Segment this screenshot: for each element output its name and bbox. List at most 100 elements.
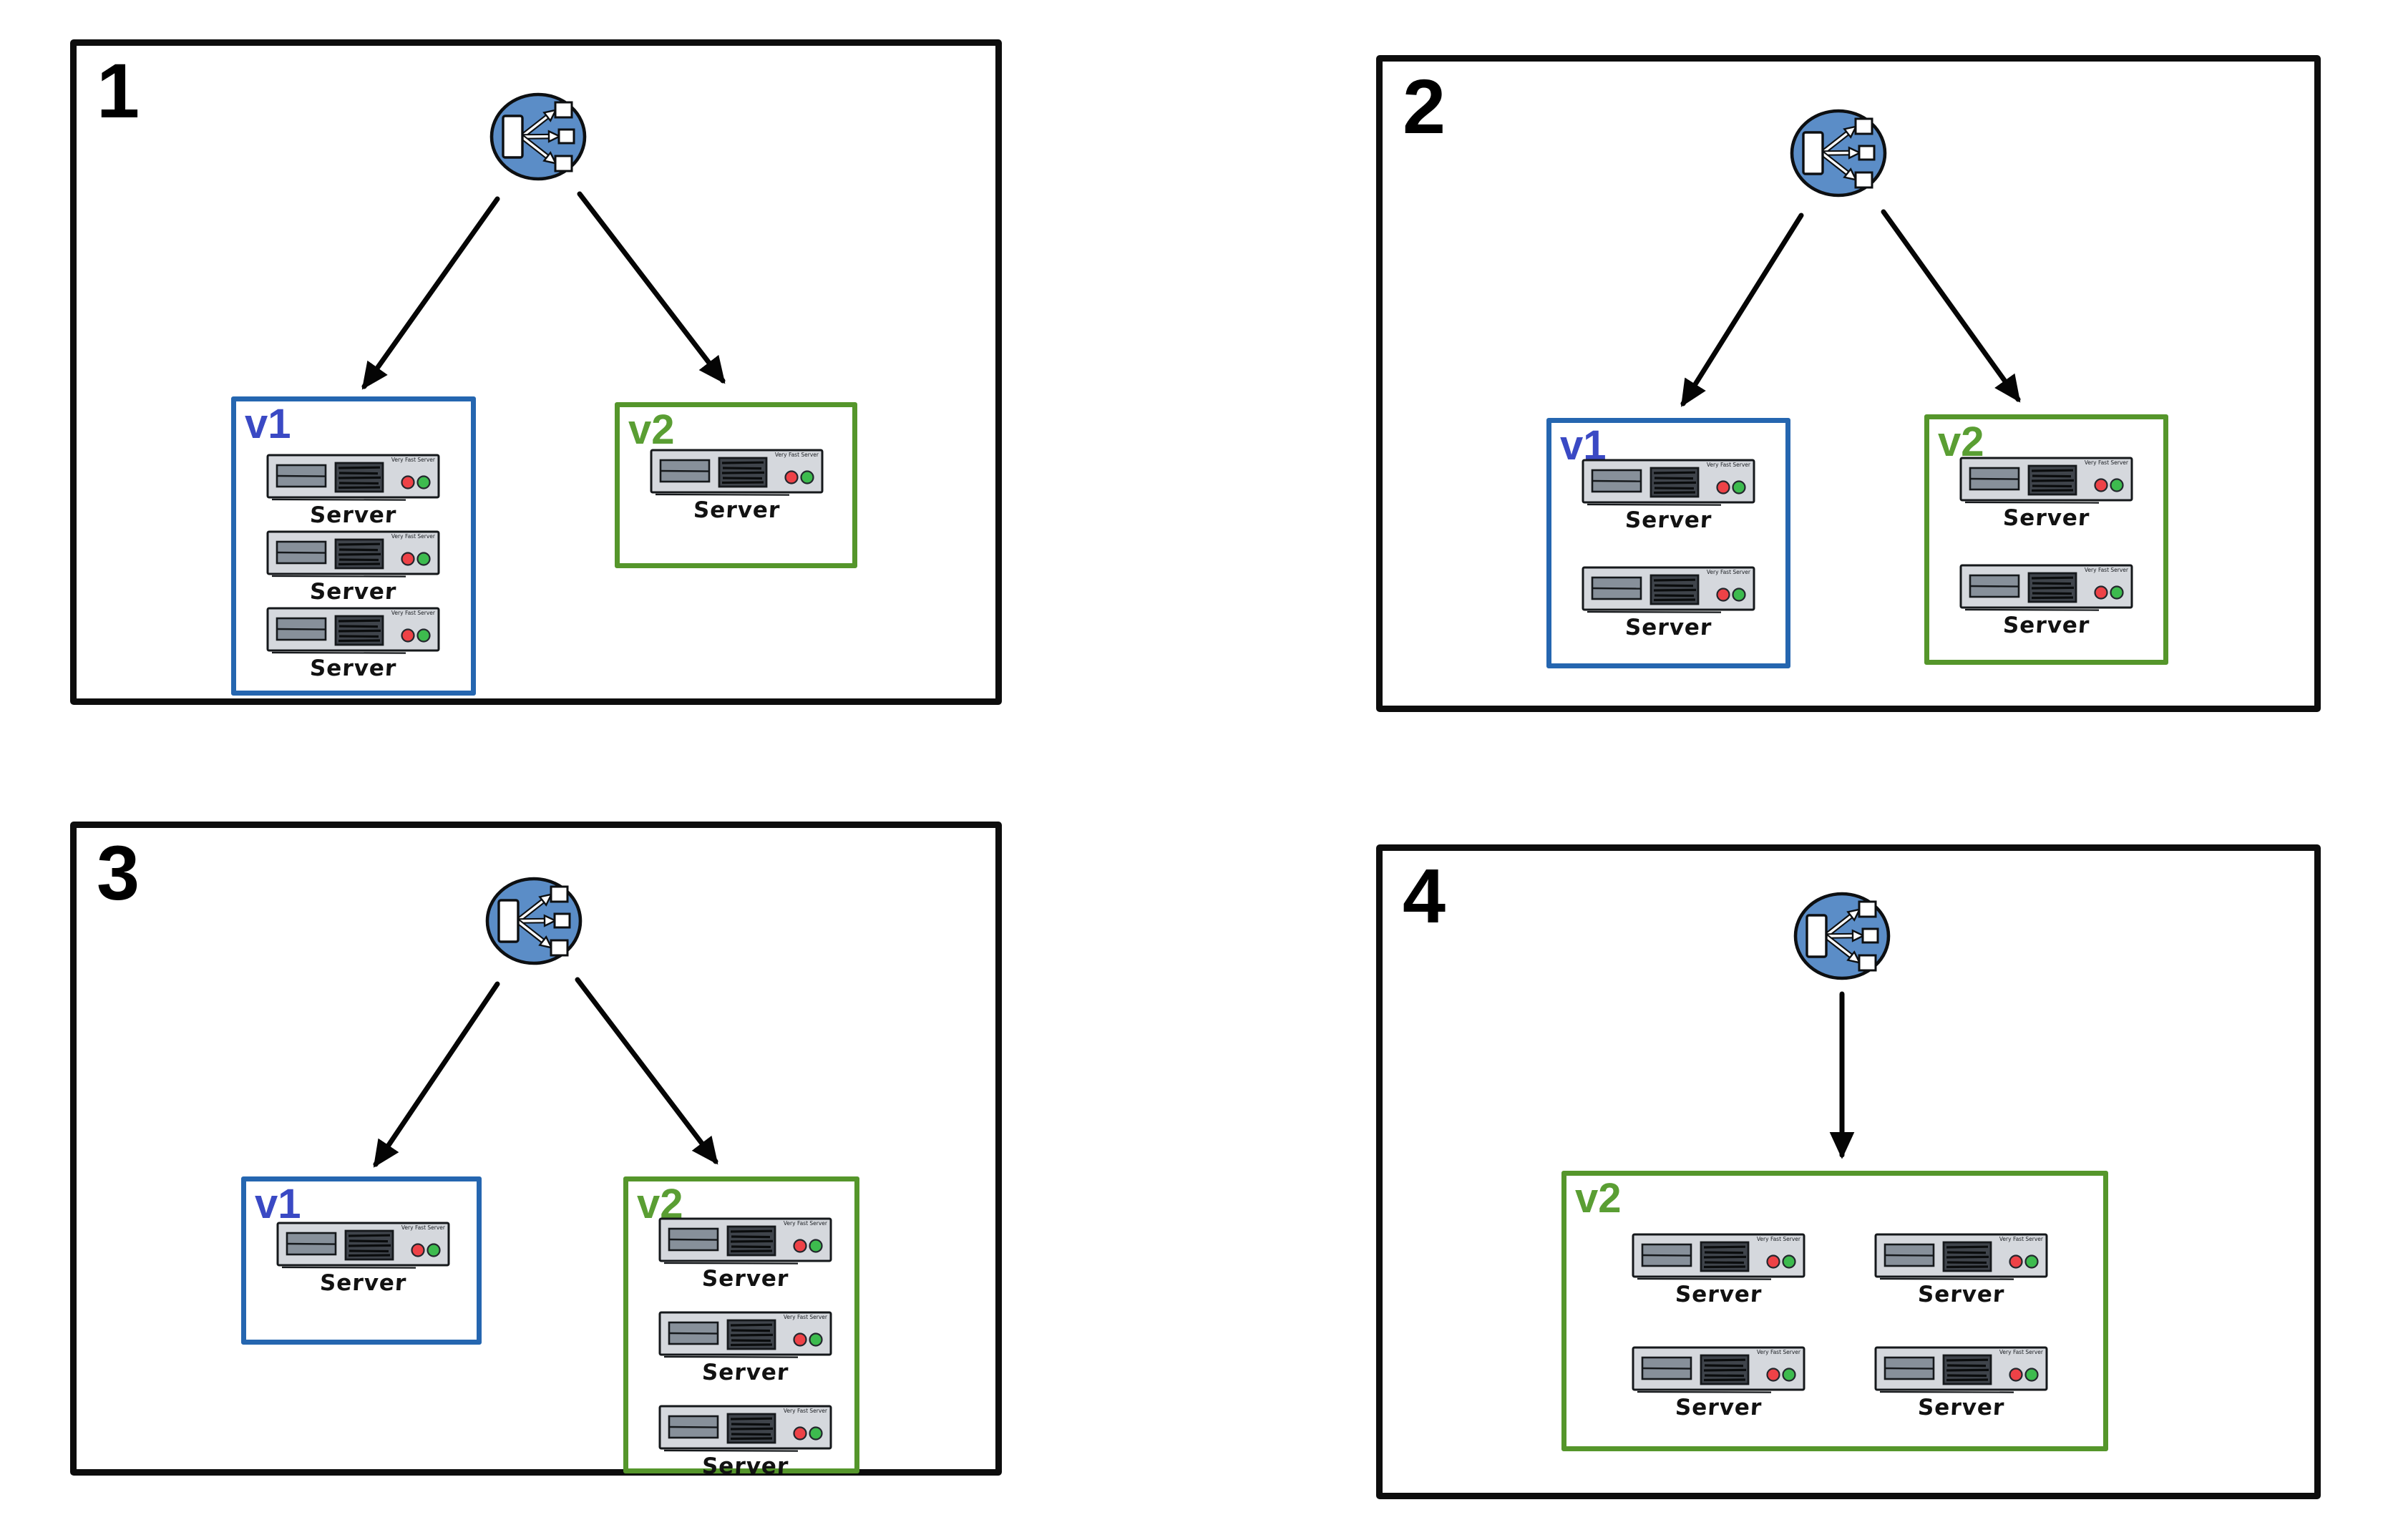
group-version-label: v1 [245, 401, 291, 447]
lb-input-node [1805, 914, 1828, 958]
led-red-icon [401, 552, 415, 566]
rack-brand-label: Very Fast Server [784, 1220, 828, 1227]
server-label: Server [2002, 505, 2091, 531]
led-green-icon [809, 1332, 823, 1347]
lb-target-node [1861, 927, 1879, 944]
led-green-icon [416, 628, 431, 643]
lb-input-node [502, 114, 524, 159]
server-rack-icon: Very Fast Server [658, 1217, 832, 1264]
server-rack-icon: Very Fast Server [1632, 1233, 1805, 1280]
rack-brand-label: Very Fast Server [391, 533, 436, 540]
rack-brand-label: Very Fast Server [784, 1314, 828, 1320]
led-green-icon [809, 1426, 823, 1441]
led-green-icon [1782, 1254, 1796, 1269]
group-version-label: v1 [255, 1181, 301, 1227]
server-label: Server [701, 1266, 790, 1292]
server-rack-icon: Very Fast Server [1874, 1346, 2048, 1393]
server-label: Server [692, 497, 781, 523]
server-label: Server [1916, 1282, 2006, 1307]
led-red-icon [401, 628, 415, 643]
rack-brand-label: Very Fast Server [1999, 1236, 2044, 1242]
led-red-icon [793, 1239, 807, 1253]
lb-target-node [550, 885, 569, 903]
group-version-label: v2 [1575, 1175, 1622, 1222]
server-label: Server [2002, 613, 2091, 638]
led-green-icon [800, 470, 814, 484]
rack-brand-label: Very Fast Server [391, 610, 436, 616]
server-label: Server [701, 1360, 790, 1385]
server-label: Server [1674, 1395, 1763, 1420]
led-green-icon [809, 1239, 823, 1253]
server-rack-icon: Very Fast Server [266, 530, 440, 578]
server-label: Server [1624, 507, 1713, 533]
load-balancer [484, 876, 584, 966]
led-red-icon [793, 1332, 807, 1347]
panel-number: 2 [1403, 63, 1446, 150]
rack-brand-label: Very Fast Server [401, 1224, 446, 1231]
server-rack-icon: Very Fast Server [658, 1311, 832, 1358]
led-green-icon [416, 475, 431, 489]
rack-brand-label: Very Fast Server [2085, 567, 2129, 573]
group-version-label: v2 [628, 406, 675, 453]
led-red-icon [2009, 1254, 2023, 1269]
server-rack-icon: Very Fast Server [276, 1222, 450, 1269]
server-rack-icon: Very Fast Server [1582, 566, 1755, 613]
panel-number: 3 [97, 829, 140, 916]
server-rack-icon: Very Fast Server [1959, 564, 2133, 611]
load-balancer-icon [1793, 892, 1891, 980]
lb-target-node [1858, 145, 1876, 161]
rack-brand-label: Very Fast Server [2085, 459, 2129, 466]
rack-brand-label: Very Fast Server [1999, 1349, 2044, 1355]
load-balancer [488, 92, 588, 182]
lb-input-node [497, 899, 520, 943]
lb-target-node [557, 128, 575, 145]
server-rack-icon: Very Fast Server [1632, 1346, 1805, 1393]
rack-brand-label: Very Fast Server [784, 1408, 828, 1414]
rack-brand-label: Very Fast Server [391, 457, 436, 463]
rack-brand-label: Very Fast Server [775, 452, 819, 458]
rack-brand-label: Very Fast Server [1757, 1349, 1801, 1355]
led-green-icon [2024, 1368, 2039, 1382]
rack-brand-label: Very Fast Server [1757, 1236, 1801, 1242]
server-rack-icon: Very Fast Server [650, 449, 824, 496]
led-green-icon [1782, 1368, 1796, 1382]
led-green-icon [2110, 478, 2124, 492]
server-rack-icon: Very Fast Server [266, 454, 440, 501]
led-red-icon [411, 1243, 425, 1257]
lb-input-node [1802, 131, 1824, 175]
led-green-icon [1732, 588, 1746, 602]
server-label: Server [308, 656, 398, 681]
led-red-icon [2094, 478, 2108, 492]
server-label: Server [701, 1453, 790, 1479]
panel-number: 4 [1403, 852, 1446, 939]
lb-target-node [553, 912, 571, 929]
server-label: Server [308, 579, 398, 605]
led-red-icon [1716, 588, 1730, 602]
lb-target-node [550, 939, 569, 957]
server-rack-icon: Very Fast Server [658, 1405, 832, 1452]
led-red-icon [1766, 1368, 1780, 1382]
led-red-icon [2094, 585, 2108, 600]
server-label: Server [1916, 1395, 2006, 1420]
rack-brand-label: Very Fast Server [1707, 462, 1751, 468]
led-green-icon [1732, 480, 1746, 494]
server-rack-icon: Very Fast Server [1959, 457, 2133, 504]
